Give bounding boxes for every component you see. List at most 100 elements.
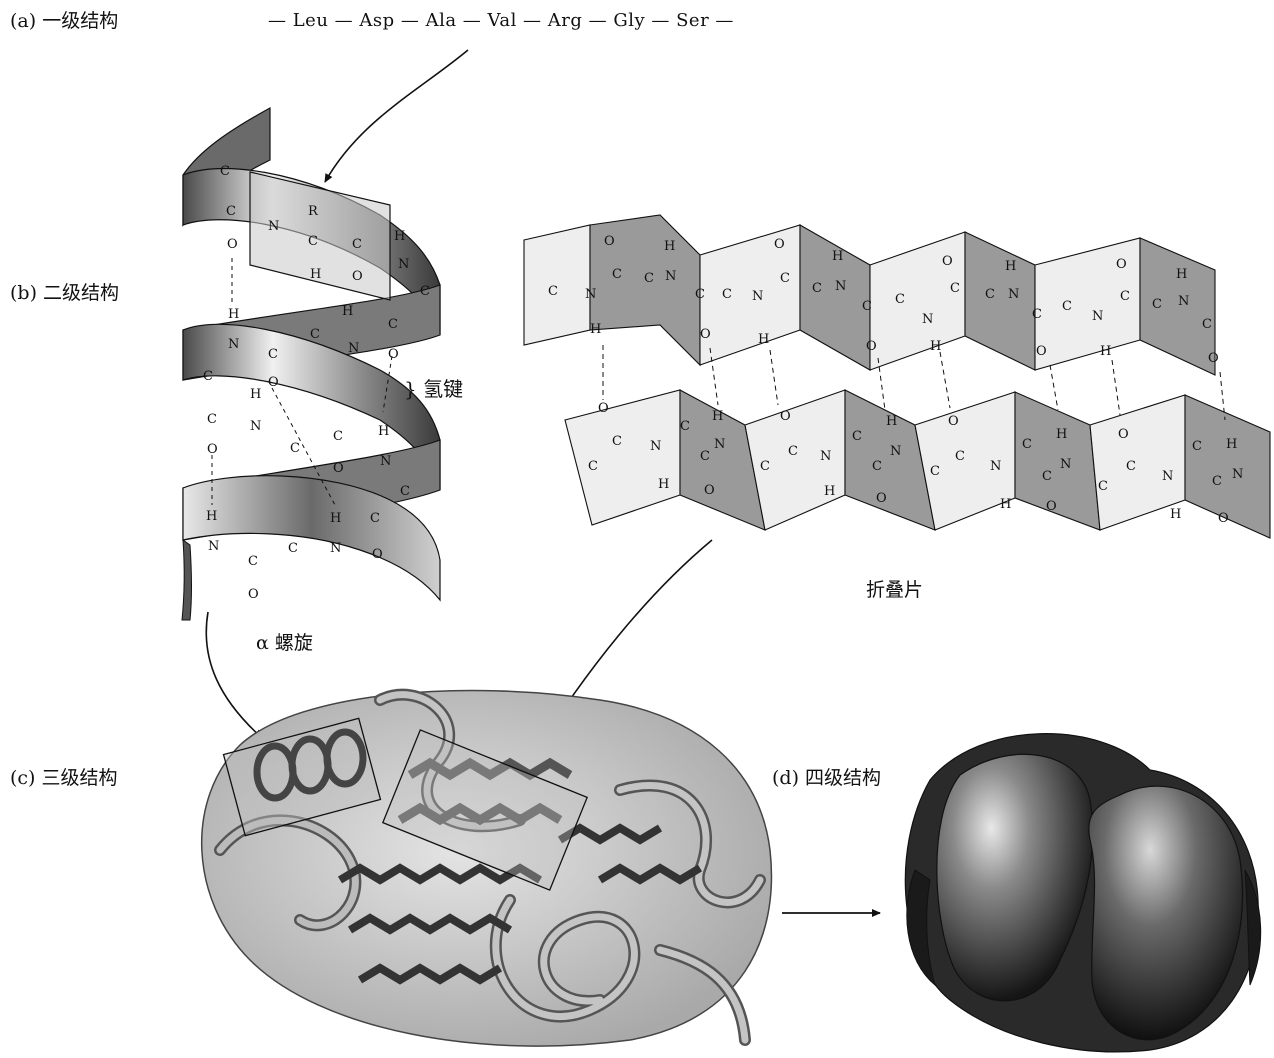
oxygen-atom: O bbox=[704, 483, 715, 498]
oxygen-atom: O bbox=[207, 442, 218, 457]
carbon-atom: C bbox=[548, 284, 558, 299]
nitrogen-atom: N bbox=[650, 439, 661, 454]
hydrogen-atom: H bbox=[832, 249, 843, 264]
carbon-atom: C bbox=[248, 554, 258, 569]
hydrogen-atom: H bbox=[758, 332, 769, 347]
hydrogen-atom: H bbox=[712, 409, 723, 424]
nitrogen-atom: N bbox=[380, 454, 391, 469]
carbon-atom: C bbox=[1062, 299, 1072, 314]
hydrogen-atom: H bbox=[1056, 427, 1067, 442]
nitrogen-atom: N bbox=[348, 341, 359, 356]
carbon-atom: C bbox=[1126, 459, 1136, 474]
label-pleated-sheet: 折叠片 bbox=[866, 579, 923, 601]
carbon-atom: C bbox=[1152, 297, 1162, 312]
carbon-atom: C bbox=[612, 434, 622, 449]
hydrogen-atom: H bbox=[310, 267, 321, 282]
hydrogen-atom: H bbox=[1000, 497, 1011, 512]
carbon-atom: C bbox=[288, 541, 298, 556]
hydrogen-atom: H bbox=[930, 339, 941, 354]
carbon-atom: C bbox=[644, 271, 654, 286]
nitrogen-atom: N bbox=[1232, 467, 1243, 482]
nitrogen-atom: N bbox=[820, 449, 831, 464]
carbon-atom: C bbox=[310, 327, 320, 342]
carbon-atom: C bbox=[1212, 474, 1222, 489]
carbon-atom: C bbox=[352, 237, 362, 252]
nitrogen-atom: N bbox=[585, 287, 596, 302]
oxygen-atom: O bbox=[774, 237, 785, 252]
nitrogen-atom: N bbox=[208, 539, 219, 554]
carbon-atom: C bbox=[895, 292, 905, 307]
nitrogen-atom: N bbox=[268, 219, 279, 234]
label-secondary-structure: (b) 二级结构 bbox=[10, 282, 119, 304]
carbon-atom: C bbox=[333, 429, 343, 444]
carbon-atom: C bbox=[722, 287, 732, 302]
oxygen-atom: O bbox=[700, 327, 711, 342]
oxygen-atom: O bbox=[780, 409, 791, 424]
oxygen-atom: O bbox=[352, 269, 363, 284]
hydrogen-atom: H bbox=[1226, 437, 1237, 452]
carbon-atom: C bbox=[862, 299, 872, 314]
side-chain-atom: R bbox=[308, 204, 319, 219]
hydrogen-atom: H bbox=[1170, 507, 1181, 522]
oxygen-atom: O bbox=[876, 491, 887, 506]
carbon-atom: C bbox=[872, 459, 882, 474]
oxygen-atom: O bbox=[227, 237, 238, 252]
nitrogen-atom: N bbox=[330, 541, 341, 556]
carbon-atom: C bbox=[788, 444, 798, 459]
oxygen-atom: O bbox=[248, 587, 259, 602]
nitrogen-atom: N bbox=[714, 437, 725, 452]
carbon-atom: C bbox=[760, 459, 770, 474]
arrow-helix-to-tertiary bbox=[206, 612, 262, 738]
oxygen-atom: O bbox=[1218, 511, 1229, 526]
hydrogen-atom: H bbox=[228, 307, 239, 322]
carbon-atom: C bbox=[930, 464, 940, 479]
oxygen-atom: O bbox=[372, 547, 383, 562]
nitrogen-atom: N bbox=[1178, 294, 1189, 309]
carbon-atom: C bbox=[207, 412, 217, 427]
carbon-atom: C bbox=[290, 441, 300, 456]
hydrogen-atom: H bbox=[1100, 344, 1111, 359]
carbon-atom: C bbox=[780, 271, 790, 286]
carbon-atom: C bbox=[388, 317, 398, 332]
hydrogen-atom: H bbox=[206, 509, 217, 524]
carbon-atom: C bbox=[1120, 289, 1130, 304]
nitrogen-atom: N bbox=[250, 419, 261, 434]
hydrogen-atom: H bbox=[824, 484, 835, 499]
oxygen-atom: O bbox=[948, 414, 959, 429]
tertiary-structure bbox=[202, 690, 772, 1046]
nitrogen-atom: N bbox=[990, 459, 1001, 474]
nitrogen-atom: N bbox=[665, 269, 676, 284]
nitrogen-atom: N bbox=[890, 444, 901, 459]
nitrogen-atom: N bbox=[1162, 469, 1173, 484]
nitrogen-atom: N bbox=[835, 279, 846, 294]
carbon-atom: C bbox=[400, 484, 410, 499]
quaternary-structure bbox=[905, 734, 1260, 1052]
carbon-atom: C bbox=[1192, 439, 1202, 454]
hydrogen-atom: H bbox=[658, 477, 669, 492]
carbon-atom: C bbox=[852, 429, 862, 444]
oxygen-atom: O bbox=[1118, 427, 1129, 442]
carbon-atom: C bbox=[588, 459, 598, 474]
carbon-atom: C bbox=[955, 449, 965, 464]
oxygen-atom: O bbox=[942, 254, 953, 269]
carbon-atom: C bbox=[268, 347, 278, 362]
carbon-atom: C bbox=[1032, 307, 1042, 322]
oxygen-atom: O bbox=[604, 234, 615, 249]
carbon-atom: C bbox=[950, 281, 960, 296]
hydrogen-atom: H bbox=[590, 322, 601, 337]
oxygen-atom: O bbox=[388, 347, 399, 362]
arrow-primary-to-helix bbox=[325, 50, 468, 182]
nitrogen-atom: N bbox=[398, 257, 409, 272]
carbon-atom: C bbox=[695, 287, 705, 302]
hydrogen-atom: H bbox=[250, 387, 261, 402]
oxygen-atom: O bbox=[1116, 257, 1127, 272]
carbon-atom: C bbox=[680, 419, 690, 434]
oxygen-atom: O bbox=[1046, 499, 1057, 514]
oxygen-atom: O bbox=[1208, 351, 1219, 366]
carbon-atom: C bbox=[1098, 479, 1108, 494]
nitrogen-atom: N bbox=[1060, 457, 1071, 472]
nitrogen-atom: N bbox=[752, 289, 763, 304]
oxygen-atom: O bbox=[866, 339, 877, 354]
